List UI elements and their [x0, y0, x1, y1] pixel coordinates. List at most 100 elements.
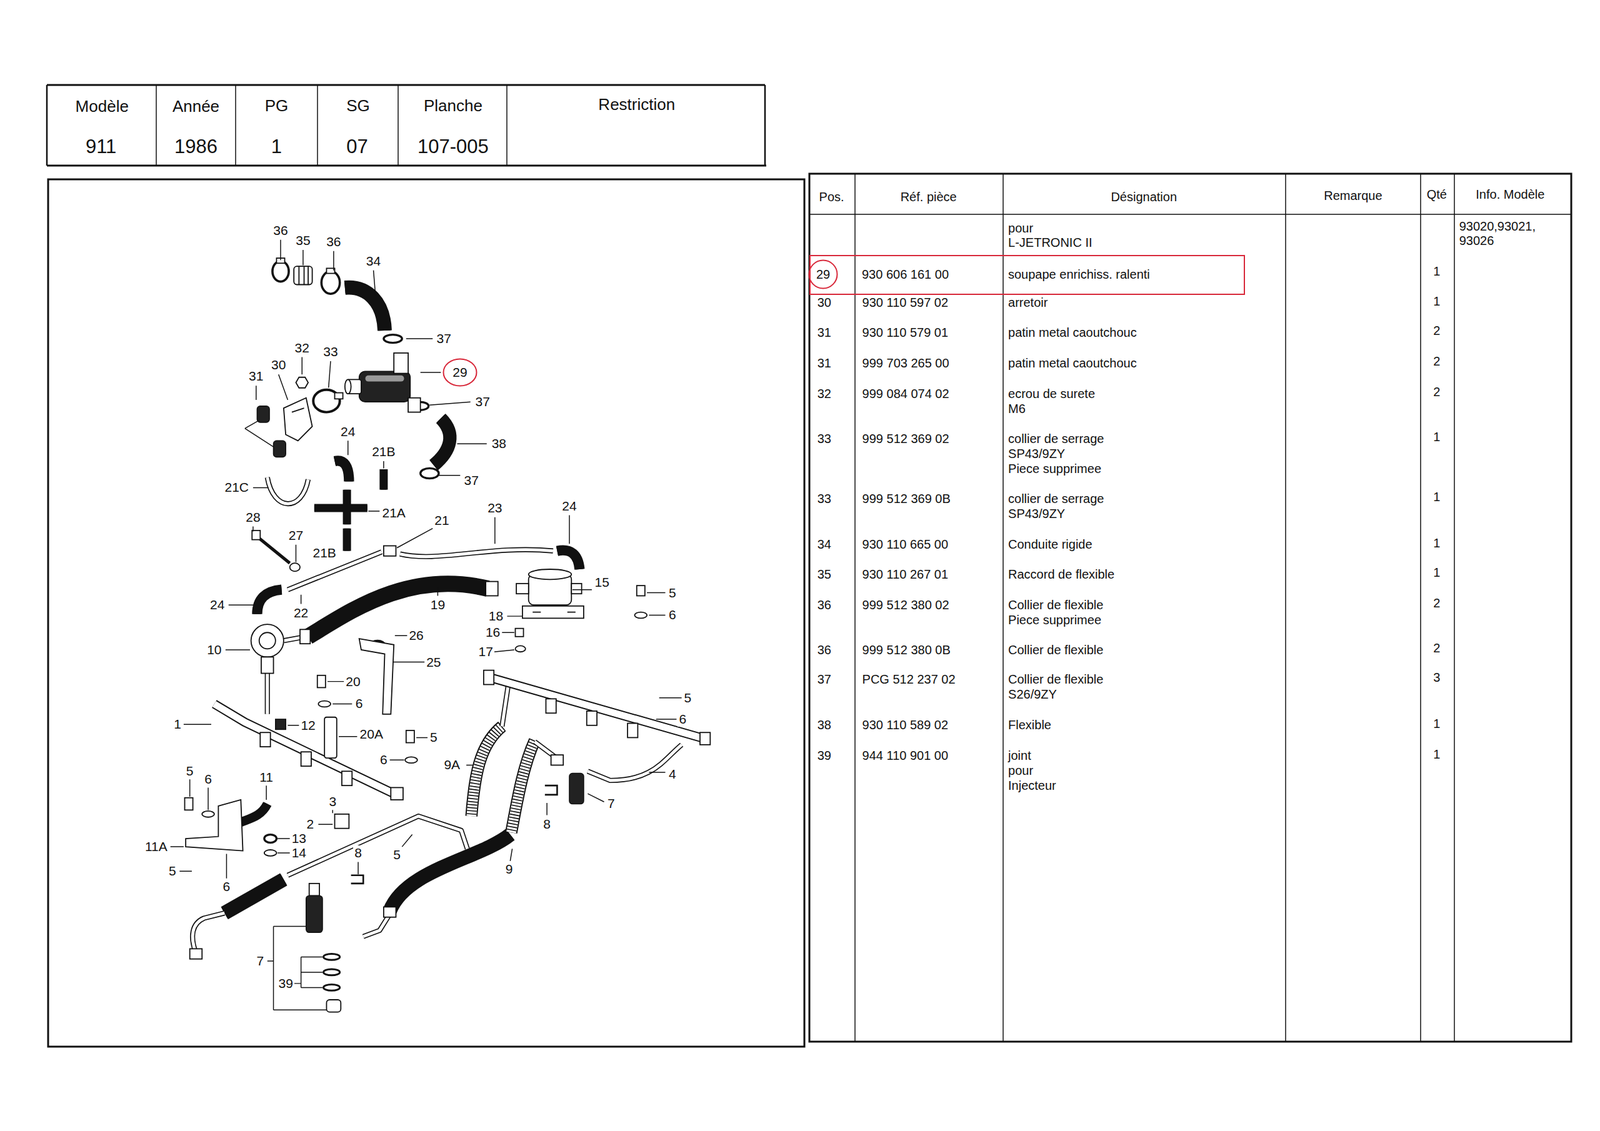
callout-number: 18 — [487, 608, 505, 624]
hose — [224, 879, 284, 914]
fuel-tube — [501, 685, 509, 727]
header-value: 911 — [85, 135, 117, 159]
callout-number: 8 — [353, 845, 364, 861]
mounting-hardware — [551, 755, 564, 765]
clamp — [272, 261, 289, 282]
exploded-view — [170, 240, 711, 1013]
callout-number: 6 — [378, 752, 389, 768]
callout-number: 21C — [223, 480, 251, 495]
table-cell: ecrou de surete — [1008, 386, 1095, 402]
hose — [345, 287, 385, 331]
fuel-rail — [214, 704, 394, 795]
table-cell: 37 — [817, 672, 832, 687]
clamp — [293, 266, 312, 285]
table-cell: joint — [1008, 748, 1032, 764]
column-heading: Remarque — [1323, 188, 1382, 204]
table-cell: Piece supprimee — [1008, 613, 1102, 628]
fuel-tube — [400, 550, 554, 557]
table-cell: 930 110 589 02 — [862, 718, 949, 733]
mounting-hardware — [273, 440, 287, 457]
idle-valve — [345, 379, 352, 394]
table-cell: 93026 — [1459, 233, 1495, 249]
table-cell: 930 110 579 01 — [862, 325, 949, 340]
table-cell: 999 512 380 02 — [862, 598, 950, 613]
mounting-hardware — [190, 948, 203, 959]
header-value: 07 — [346, 135, 368, 159]
table-cell: M6 — [1008, 401, 1026, 417]
injector — [326, 1000, 341, 1013]
table-cell: 2 — [1433, 354, 1440, 369]
panel-frame — [809, 173, 1572, 1042]
hose — [390, 835, 511, 912]
callout-number: 21A — [381, 505, 407, 521]
clamp — [321, 271, 340, 294]
table-cell: Conduite rigide — [1008, 537, 1093, 552]
idle-valve — [345, 353, 421, 413]
header-label: Planche — [423, 96, 483, 116]
table-cell: Collier de flexible — [1008, 643, 1104, 658]
table-cell: 1 — [1433, 490, 1440, 505]
table-cell: Injecteur — [1008, 778, 1057, 794]
mounting-hardware — [635, 612, 648, 619]
mounting-hardware — [283, 398, 313, 442]
column-heading: Pos. — [819, 190, 845, 205]
fuel-tube — [287, 816, 467, 876]
leader-line — [170, 240, 682, 879]
callout-number: 19 — [429, 597, 447, 613]
table-cell: 31 — [817, 356, 832, 371]
hose — [390, 835, 511, 912]
callout-number: 35 — [294, 233, 312, 249]
table-cell: 30 — [817, 295, 832, 310]
table-cell: 930 606 161 00 — [861, 267, 949, 282]
callout-number: 28 — [244, 510, 262, 525]
fuel-filter — [528, 569, 572, 580]
header-label: Restriction — [598, 95, 675, 115]
pressure-regulator — [261, 656, 274, 674]
mounting-hardware — [264, 835, 277, 844]
leader-line — [267, 926, 327, 1010]
injector — [309, 883, 320, 897]
callout-number: 9 — [504, 861, 515, 877]
corrugated-hose — [471, 726, 502, 817]
idle-valve — [393, 353, 409, 374]
mounting-hardware — [185, 800, 243, 852]
fuel-tube — [501, 685, 509, 727]
callout-number: 2 — [305, 816, 315, 832]
callout-number: 24 — [560, 498, 578, 514]
table-cell: Flexible — [1008, 718, 1052, 733]
header-value: 107-005 — [417, 135, 489, 159]
fuel-rail — [341, 771, 352, 786]
injector — [306, 895, 323, 933]
mounting-hardware — [636, 585, 645, 596]
callout-number: 1 — [172, 716, 183, 732]
table-cell: 38 — [817, 718, 832, 733]
table-cell: 930 110 597 02 — [862, 295, 949, 310]
table-cell: 1 — [1433, 747, 1440, 762]
mounting-hardware — [335, 814, 350, 829]
hose — [345, 287, 385, 331]
clamp — [267, 477, 309, 504]
table-cell: 32 — [817, 386, 832, 402]
callout-number: 24 — [208, 597, 226, 613]
fuel-filter — [522, 606, 584, 619]
hose — [308, 583, 488, 637]
callout-number: 31 — [247, 368, 265, 384]
callout-number: 26 — [407, 628, 425, 644]
table-cell: 35 — [817, 567, 832, 582]
table-cell: soupape enrichiss. ralenti — [1008, 267, 1150, 282]
injector — [323, 954, 340, 961]
callout-number: 21B — [370, 444, 397, 460]
injector — [323, 985, 340, 992]
table-cell: SP43/9ZY — [1008, 446, 1065, 462]
callout-number: 38 — [490, 436, 508, 452]
header-frame — [46, 85, 765, 166]
callout-number: 7 — [255, 953, 265, 969]
callout-number: 24 — [339, 424, 357, 440]
mounting-hardware — [515, 645, 525, 652]
table-cell: 3 — [1433, 670, 1440, 685]
callout-number: 30 — [270, 357, 287, 373]
fuel-filter — [516, 583, 529, 594]
callout-number: 20 — [344, 674, 362, 690]
callout-number: 25 — [425, 655, 442, 670]
hose — [308, 583, 488, 637]
